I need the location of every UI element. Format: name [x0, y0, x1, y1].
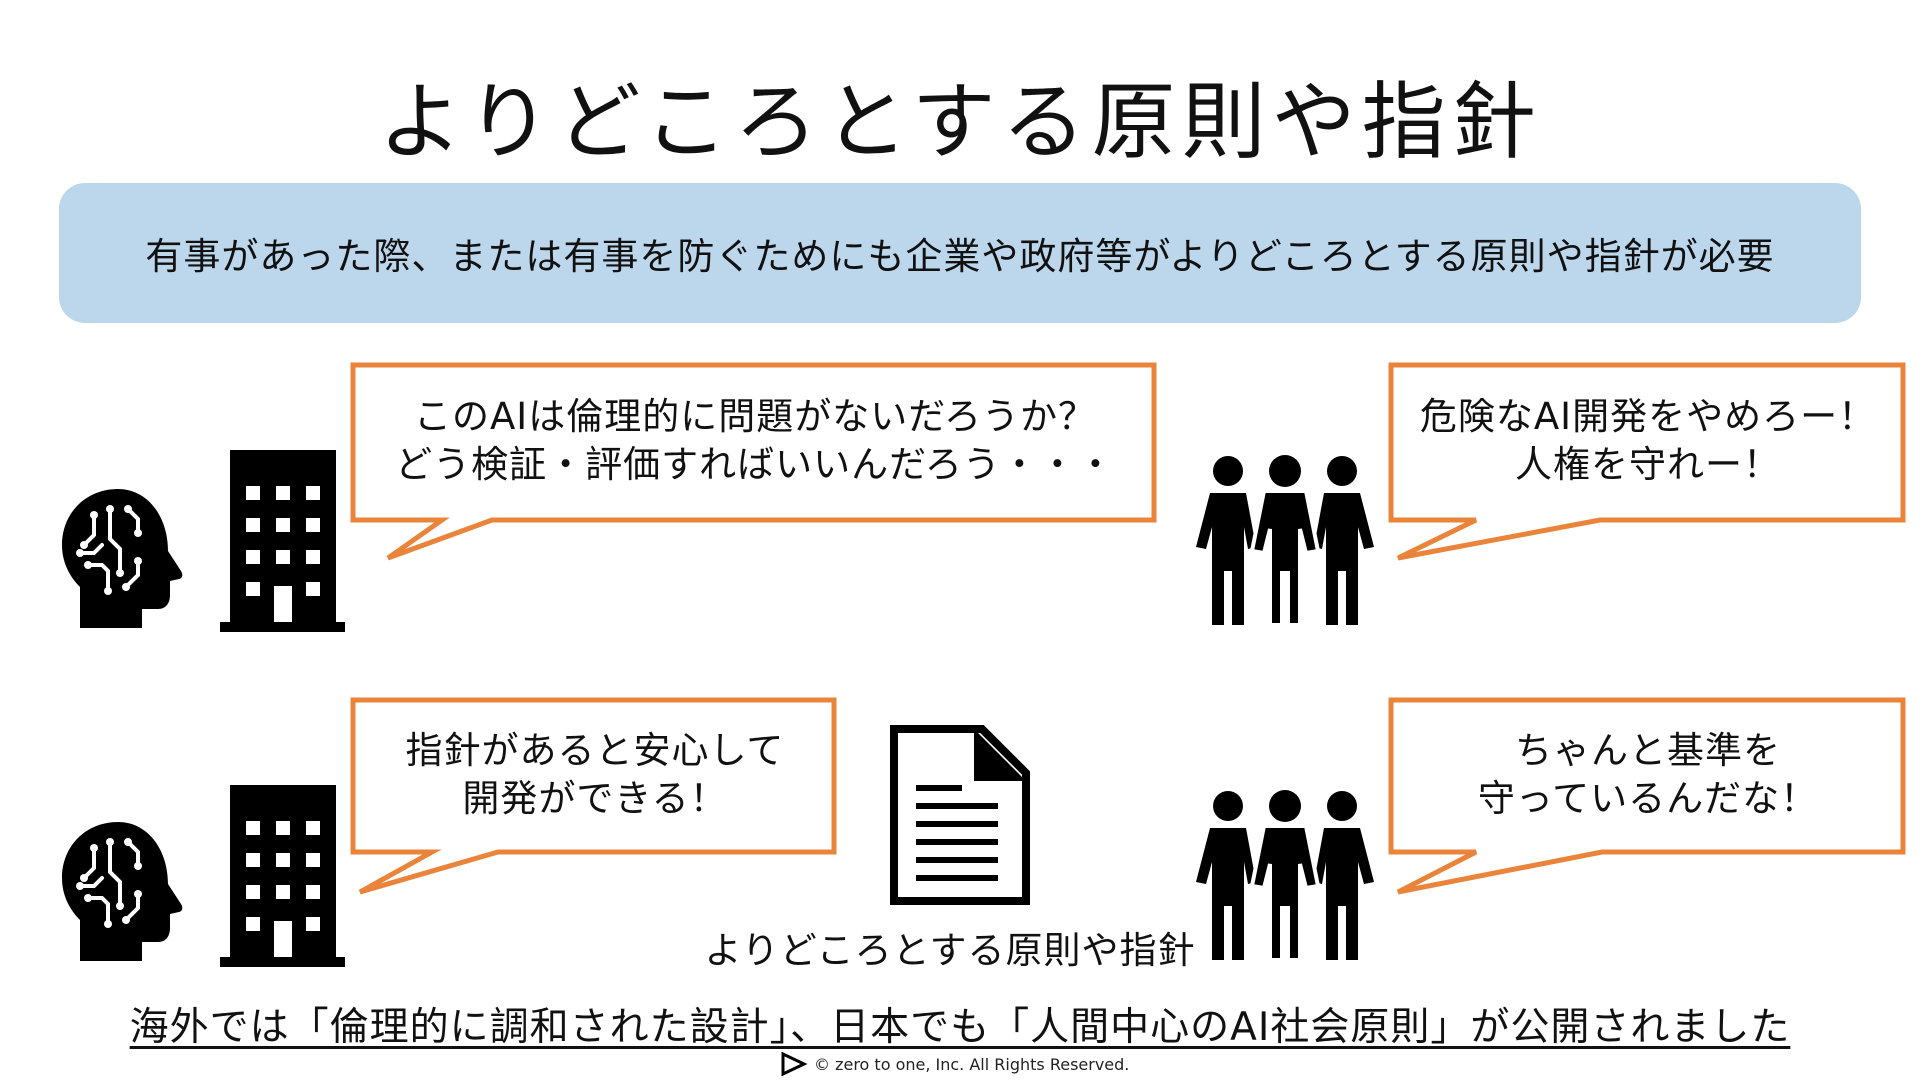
ai-head-icon — [62, 822, 183, 961]
bubble-line: 開発ができる！ — [462, 777, 728, 820]
speech-bubble-company-top-text: このAIは倫理的に問題がないだろうか？ どう検証・評価すればいいんだろう・・・ — [355, 393, 1155, 489]
copyright-text: © zero to one, Inc. All Rights Reserved. — [814, 1054, 1130, 1074]
bubble-line: どう検証・評価すればいいんだろう・・・ — [395, 443, 1115, 486]
speech-bubble-people-top-text: 危険なAI開発をやめろー！ 人権を守れー！ — [1393, 393, 1903, 489]
speech-bubble-company-bottom-text: 指針があると安心して 開発ができる！ — [355, 727, 835, 823]
copyright-line: © zero to one, Inc. All Rights Reserved. — [780, 1052, 1129, 1076]
crowd-people-icon — [1196, 790, 1374, 960]
footer-note-text: 海外では「倫理的に調和された設計」、日本でも「人間中心のAI社会原則」が公開され… — [129, 1005, 1791, 1050]
footer-note: 海外では「倫理的に調和された設計」、日本でも「人間中心のAI社会原則」が公開され… — [0, 996, 1920, 1052]
office-building-icon — [220, 785, 345, 967]
summary-banner: 有事があった際、または有事を防ぐためにも企業や政府等がよりどころとする原則や指針… — [59, 183, 1861, 323]
bubble-line: 人権を守れー！ — [1515, 443, 1781, 486]
speech-bubble-people-bottom — [1388, 697, 1906, 895]
play-logo-icon — [781, 1052, 808, 1076]
office-building-icon — [220, 450, 345, 632]
summary-banner-text: 有事があった際、または有事を防ぐためにも企業や政府等がよりどころとする原則や指針… — [145, 235, 1775, 278]
ai-head-icon — [62, 489, 183, 628]
page-title: よりどころとする原則や指針 — [378, 73, 1542, 171]
bubble-line: ちゃんと基準を — [1515, 729, 1781, 772]
speech-bubble-people-bottom-text: ちゃんと基準を 守っているんだな！ — [1393, 727, 1903, 823]
document-label: よりどころとする原則や指針 — [704, 929, 1196, 972]
bubble-line: 守っているんだな！ — [1477, 777, 1819, 820]
speech-bubble-company-top — [350, 362, 1157, 561]
bubble-line: 危険なAI開発をやめろー！ — [1419, 395, 1877, 438]
document-icon — [890, 725, 1030, 905]
speech-bubble-company-bottom — [350, 697, 837, 895]
bubble-line: このAIは倫理的に問題がないだろうか？ — [413, 395, 1096, 438]
bubble-line: 指針があると安心して — [405, 729, 785, 772]
speech-bubble-people-top — [1388, 362, 1906, 561]
crowd-people-icon — [1196, 455, 1374, 625]
